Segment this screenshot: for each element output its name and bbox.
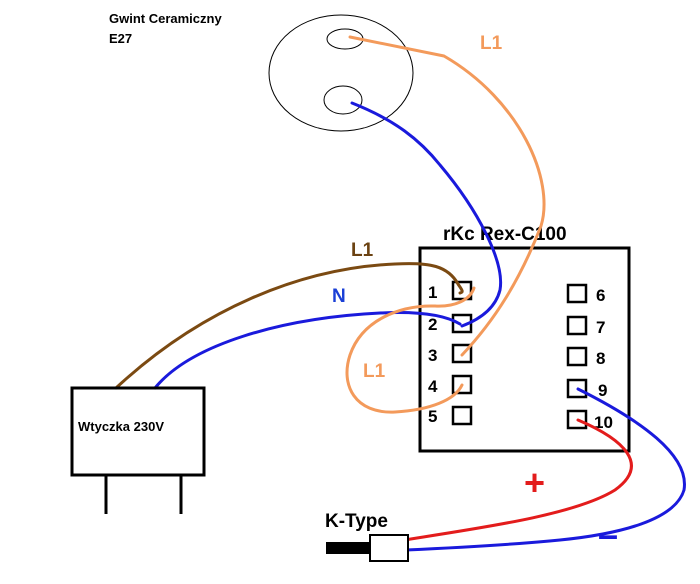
wire-n-plug-to-terminal-2 bbox=[153, 311, 462, 390]
wire-l1-socket-to-terminal-3 bbox=[348, 35, 546, 357]
label-plus: + bbox=[524, 462, 545, 503]
socket-body bbox=[268, 14, 414, 132]
controller-outline bbox=[418, 246, 631, 453]
terminal-6 bbox=[566, 283, 588, 304]
socket-contact-bottom bbox=[323, 85, 363, 115]
wires bbox=[114, 35, 686, 552]
thermocouple-connector bbox=[369, 534, 409, 562]
mains-plug bbox=[70, 386, 206, 514]
thermocouple-probe bbox=[326, 542, 372, 554]
plug-label: Wtyczka 230V bbox=[78, 419, 164, 434]
terminal-7 bbox=[566, 315, 588, 336]
terminal-label-9: 9 bbox=[598, 381, 607, 400]
wire-l1-loop-terminal-4-to-1 bbox=[345, 286, 476, 414]
left-terminal-block bbox=[451, 280, 473, 426]
label-minus: – bbox=[598, 514, 618, 555]
terminal-9 bbox=[566, 378, 588, 399]
terminal-label-7: 7 bbox=[596, 318, 605, 337]
terminal-label-4: 4 bbox=[428, 377, 438, 396]
socket-title-line2: E27 bbox=[109, 31, 132, 46]
controller-box bbox=[418, 246, 631, 453]
wire-l1-plug-to-terminal-1 bbox=[114, 262, 464, 390]
right-terminal-numbers: 6 7 8 9 10 bbox=[594, 286, 613, 432]
terminal-label-5: 5 bbox=[428, 407, 437, 426]
terminal-label-3: 3 bbox=[428, 346, 437, 365]
terminal-label-10: 10 bbox=[594, 413, 613, 432]
terminal-3 bbox=[451, 343, 473, 364]
plug-body bbox=[70, 386, 206, 477]
right-terminal-block bbox=[566, 283, 588, 430]
controller-title: rKc Rex-C100 bbox=[443, 224, 567, 245]
thermocouple-label: K-Type bbox=[325, 511, 388, 532]
terminal-8 bbox=[566, 346, 588, 367]
label-l1-loop: L1 bbox=[363, 361, 386, 382]
terminal-1 bbox=[451, 280, 473, 301]
thermocouple bbox=[326, 534, 409, 562]
terminal-label-1: 1 bbox=[428, 283, 437, 302]
terminal-5 bbox=[451, 405, 473, 426]
terminal-label-2: 2 bbox=[428, 315, 437, 334]
wire-n-socket-to-terminal-2 bbox=[350, 101, 503, 328]
wire-thermocouple-minus bbox=[404, 387, 686, 552]
terminal-label-8: 8 bbox=[596, 349, 605, 368]
label-l1-mains: L1 bbox=[351, 240, 374, 261]
left-terminal-numbers: 1 2 3 4 5 bbox=[428, 283, 438, 426]
terminal-label-6: 6 bbox=[596, 286, 605, 305]
terminal-4 bbox=[451, 374, 473, 395]
label-n-mains: N bbox=[332, 286, 346, 307]
label-l1-socket: L1 bbox=[480, 33, 503, 54]
ceramic-socket bbox=[268, 14, 414, 132]
socket-title-line1: Gwint Ceramiczny bbox=[109, 11, 222, 26]
wire-thermocouple-plus bbox=[402, 418, 633, 542]
terminal-10 bbox=[566, 409, 588, 430]
